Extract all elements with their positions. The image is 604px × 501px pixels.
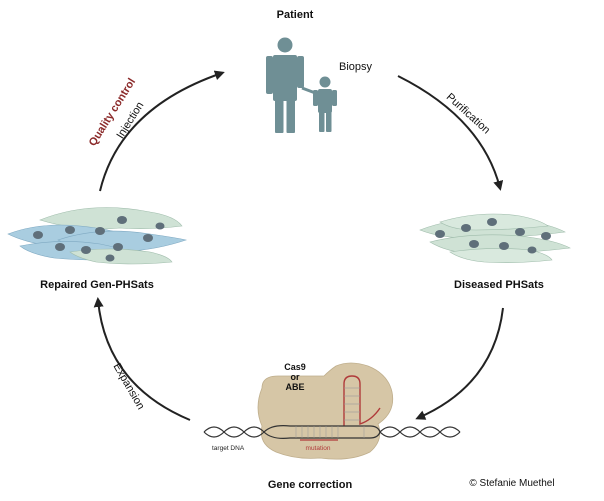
arrow-diseased-to-gene [415, 307, 504, 420]
arrow-patient-to-diseased [397, 75, 504, 191]
or-label: or [291, 372, 300, 382]
expansion-label: Expansion [111, 361, 147, 411]
purification-label: Purification [444, 91, 492, 136]
dna-rungs [295, 426, 365, 438]
arrow-repaired-to-patient [99, 70, 225, 192]
guide-rna [343, 375, 381, 426]
patient-label: Patient [277, 9, 314, 21]
cas9-label: Cas9 [284, 362, 306, 372]
arrow-gene-to-repaired [93, 297, 191, 421]
repaired-label: Repaired Gen-PHSats [40, 279, 154, 291]
repaired-cells-illustration [7, 207, 188, 265]
mutation-label: mutation [306, 445, 331, 452]
credit-label: © Stefanie Muethel [469, 478, 554, 489]
gene-correction-label: Gene correction [268, 479, 353, 491]
target-dna-label: target DNA [212, 445, 245, 452]
rna-ticks [344, 387, 360, 421]
biopsy-label: Biopsy [339, 61, 373, 73]
patient-child-icon [313, 76, 337, 132]
dna-helix [203, 425, 461, 439]
diseased-label: Diseased PHSats [454, 279, 544, 291]
abe-label: ABE [285, 382, 304, 392]
cas9-protein-blob [257, 362, 394, 460]
patient-adult-icon [266, 37, 304, 133]
diseased-cells-illustration [419, 213, 571, 263]
